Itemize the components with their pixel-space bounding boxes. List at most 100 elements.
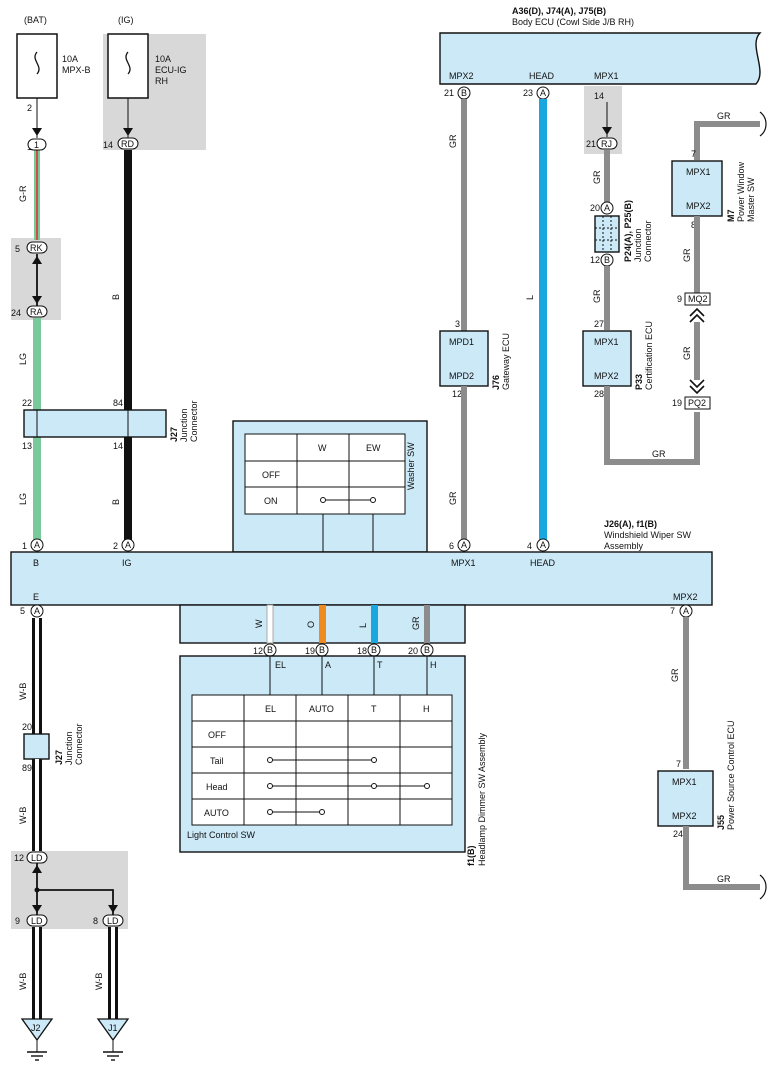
- rj-label: RJ: [601, 139, 612, 149]
- j76-term2: MPD2: [449, 371, 474, 381]
- p33-term2: MPX2: [594, 371, 619, 381]
- dimmer-col-t: T: [371, 704, 377, 714]
- j76-pin1: 3: [455, 319, 460, 329]
- wire-label-wb-d: W-B: [94, 973, 104, 990]
- j55-pin1: 7: [676, 759, 681, 769]
- washer-sw: W EW OFF ON Washer SW: [232, 420, 428, 553]
- ld-right-label: LD: [107, 916, 119, 926]
- dimmer-conn-b: B: [319, 645, 325, 655]
- ground-j2: J2: [20, 1018, 54, 1061]
- dimmer-conn-b: B: [424, 645, 430, 655]
- ground-j2-label: J2: [31, 1023, 41, 1033]
- wire-b-upper: [124, 150, 132, 410]
- m7-code: M7: [726, 209, 736, 222]
- wire-gr-rj: [604, 150, 610, 202]
- wiper-pin-7-num: 7: [670, 606, 675, 616]
- dimmer-code: f1(B): [466, 846, 476, 867]
- arrow-down-icon: [108, 905, 118, 913]
- j55-name: Power Source Control ECU: [726, 720, 736, 830]
- connector-ld-right: 8 LD: [93, 914, 124, 927]
- ld-right-pin: 8: [93, 916, 98, 926]
- wiper-sw-code: J26(A), f1(B): [604, 519, 657, 529]
- wiper-conn-a: A: [540, 540, 546, 550]
- connector-chevron-icon: [689, 307, 705, 323]
- wiper-term-mpx2: MPX2: [673, 592, 698, 602]
- connector-ra: 24 RA: [11, 305, 48, 318]
- rj-pin: 21: [586, 139, 596, 149]
- bat-fuse: (BAT) 10A MPX-B 2: [16, 15, 91, 113]
- p24-name2: Connector: [643, 220, 653, 262]
- connector-ld-left: 9 LD: [15, 914, 48, 927]
- wiper-pin-4-num: 4: [527, 541, 532, 551]
- wiper-conn-a: A: [34, 540, 40, 550]
- j27-top-pin-d: 14: [113, 441, 123, 451]
- light-control-sw-title: Light Control SW: [187, 830, 256, 840]
- connector-mq2: 9 MQ2: [677, 292, 711, 306]
- pq2-pin: 19: [672, 398, 682, 408]
- p33-term1: MPX1: [594, 337, 619, 347]
- j27-bottom-code: J27: [54, 750, 64, 765]
- dimmer-row-auto: AUTO: [204, 808, 229, 818]
- connector-rj: 21 RJ: [586, 137, 618, 150]
- wire-label-gr-d: GR: [652, 449, 666, 459]
- washer-col-w: W: [318, 443, 327, 453]
- bat-fuse-name: MPX-B: [62, 65, 91, 75]
- j76-gateway-ecu: 3 MPD1 MPD2 12 J76 Gateway ECU: [439, 319, 511, 399]
- j76-pin2: 12: [452, 389, 462, 399]
- wiper-pin-7: 7 A: [670, 604, 693, 618]
- wire-gr-mq2-pq2: [694, 322, 700, 380]
- ig-fuse-amp: 10A: [155, 54, 171, 64]
- fuse-icon: [34, 51, 40, 75]
- bat-fuse-pin: 2: [27, 103, 32, 113]
- wiper-conn-a: A: [683, 606, 689, 616]
- body-ecu-term-mpx2: MPX2: [449, 71, 474, 81]
- j55-power-source-control-ecu: 7 MPX1 MPX2 24 J55 Power Source Control …: [657, 720, 736, 839]
- wiper-pin-6-num: 6: [449, 541, 454, 551]
- body-ecu-term-mpx1: MPX1: [594, 71, 619, 81]
- dimmer-term-el: EL: [275, 660, 286, 670]
- dimmer-pin-12: 12: [253, 646, 263, 656]
- m7-pin2: 8: [691, 220, 696, 230]
- wiper-conn-a: A: [34, 606, 40, 616]
- bat-fuse-amp: 10A: [62, 54, 78, 64]
- dimmer-term-h: H: [430, 660, 437, 670]
- p33-certification-ecu: 27 MPX1 MPX2 28 P33 Certification ECU: [582, 319, 654, 399]
- body-ecu-conn-b: B: [461, 88, 467, 98]
- wire-o: [319, 605, 326, 643]
- rd-label: RD: [121, 139, 134, 149]
- dimmer-conn-b: B: [267, 645, 273, 655]
- body-ecu-conn-a: A: [540, 88, 546, 98]
- j27-top-name1: Junction: [179, 408, 189, 442]
- washer-title: Washer SW: [406, 442, 416, 490]
- wiper-term-e: E: [33, 592, 39, 602]
- j55-term1: MPX1: [672, 777, 697, 787]
- p24-junction: 20 A 12 B P24(A), P25(B) Junction Connec…: [590, 200, 653, 267]
- wire-label-gr-b: GR: [592, 170, 602, 184]
- wire-label-o: O: [306, 621, 316, 628]
- j27-bottom-junction: 20 89 J27 Junction Connector: [22, 722, 84, 773]
- wire-label-lg-lower: LG: [18, 493, 28, 505]
- dimmer-row-off: OFF: [208, 730, 226, 740]
- ig-fuse-name1: ECU-IG: [155, 65, 187, 75]
- dimmer-pin-18: 18: [357, 646, 367, 656]
- wire-l-head: [539, 99, 547, 540]
- wire-label-wb-b: W-B: [18, 807, 28, 824]
- wire-label-l-t: L: [358, 623, 368, 628]
- wire-label-gr-h: GR: [682, 346, 692, 360]
- p24-name1: Junction: [633, 228, 643, 262]
- ra-pin: 24: [11, 308, 21, 318]
- j76-code: J76: [491, 375, 501, 390]
- m7-term2: MPX2: [686, 201, 711, 211]
- body-ecu-name: Body ECU (Cowl Side J/B RH): [512, 17, 634, 27]
- connector-ld-top: 12 LD: [14, 851, 48, 864]
- wiper-pin-4: 4 A: [527, 538, 550, 552]
- dimmer-pin-20: 20: [408, 646, 418, 656]
- j27-bottom-name2: Connector: [74, 723, 84, 765]
- j27-top-pin-a: 22: [22, 398, 32, 408]
- ld-top-pin: 12: [14, 853, 24, 863]
- wire-w: [266, 604, 274, 644]
- wire-label-l: L: [525, 295, 535, 300]
- j27-bottom-name1: Junction: [64, 731, 74, 765]
- body-ecu-pin-21: 21: [444, 88, 454, 98]
